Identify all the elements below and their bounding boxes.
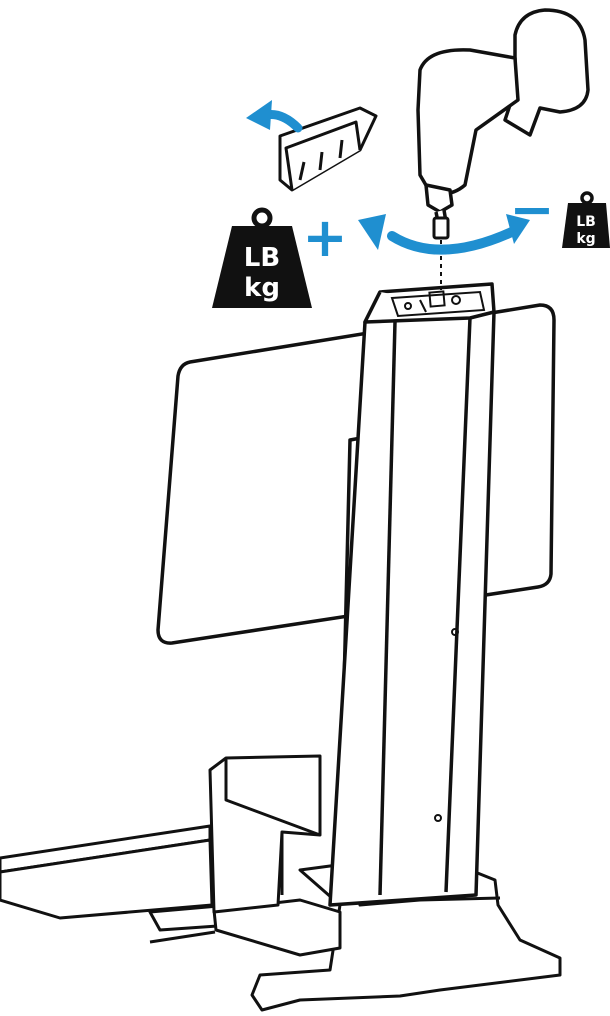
base-left-foot <box>0 826 232 930</box>
decrease-sign: − <box>509 178 554 241</box>
weight-small-lb: LB <box>576 214 596 230</box>
increase-sign: + <box>302 206 347 269</box>
weight-icon-large: LB kg <box>212 210 312 308</box>
weight-large-lb: LB <box>244 243 280 273</box>
weight-small-kg: kg <box>576 231 595 247</box>
weight-large-kg: kg <box>244 273 280 303</box>
weight-icon-small: LB kg <box>562 193 610 248</box>
cap-removal-arrow <box>246 100 298 130</box>
power-screwdriver <box>418 10 588 222</box>
